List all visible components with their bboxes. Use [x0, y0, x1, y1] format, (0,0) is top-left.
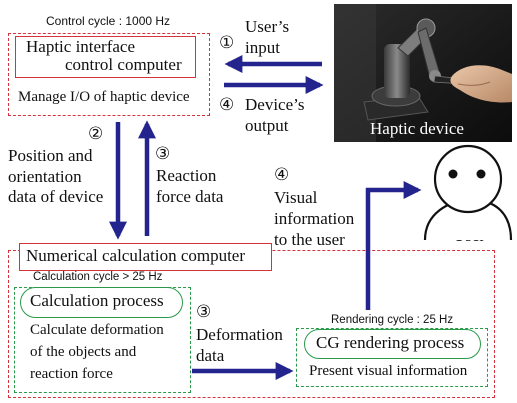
calculation-cycle-label: Calculation cycle > 25 Hz [33, 271, 163, 283]
position-data-label-3: data of device [8, 187, 104, 206]
numerical-computer-box [19, 243, 272, 271]
device-output-label-2: output [245, 116, 289, 135]
haptic-device-label: Haptic device [370, 119, 464, 138]
reaction-force-label-1: Reaction [156, 166, 217, 185]
visual-info-arrow [365, 181, 422, 310]
haptic-device-illustration [334, 4, 512, 142]
user-input-label-1: User’s [245, 17, 290, 36]
position-data-number: ② [88, 124, 104, 143]
rendering-cycle-label: Rendering cycle : 25 Hz [331, 314, 454, 326]
deformation-data-label-2: data [196, 346, 225, 365]
device-output-label-1: Device’s [245, 95, 305, 114]
rendering-group [296, 328, 488, 387]
rendering-task: Present visual information [309, 363, 468, 379]
haptic-computer-title-2: control computer [65, 55, 182, 74]
user-input-number: ① [219, 33, 235, 52]
visual-info-label-1: Visual [274, 188, 318, 207]
reaction-force-label-2: force data [156, 187, 224, 206]
visual-info-label-3: to the user [274, 230, 345, 249]
haptic-computer-box [15, 36, 196, 78]
numerical-computer-title: Numerical calculation computer [26, 246, 246, 265]
haptic-device-photo: Haptic device [334, 4, 512, 142]
haptic-computer-task: Manage I/O of haptic device [18, 89, 190, 105]
calculation-process-box [20, 287, 183, 318]
deformation-data-number: ③ [196, 302, 212, 321]
calculation-process-title: Calculation process [30, 291, 164, 310]
visual-info-number: ④ [274, 165, 290, 184]
calculation-task-3: reaction force [30, 366, 113, 382]
position-data-label-2: orientation [8, 167, 82, 186]
device-output-number: ④ [219, 95, 235, 114]
haptic-computer-title-1: Haptic interface [26, 37, 136, 56]
calculation-task-2: of the objects and [30, 344, 137, 360]
position-data-label-1: Position and [8, 146, 93, 165]
cg-rendering-process-box [304, 329, 481, 359]
user-input-label-2: input [245, 38, 280, 57]
user-icon [423, 144, 513, 241]
control-cycle-label: Control cycle : 1000 Hz [46, 14, 171, 28]
reaction-force-number: ③ [155, 144, 171, 163]
calculation-task-1: Calculate deformation [30, 322, 164, 338]
haptic-computer-group [8, 33, 210, 116]
deformation-data-label-1: Deformation [196, 325, 283, 344]
cg-rendering-process-title: CG rendering process [316, 333, 465, 352]
visual-info-label-2: information [274, 209, 355, 228]
